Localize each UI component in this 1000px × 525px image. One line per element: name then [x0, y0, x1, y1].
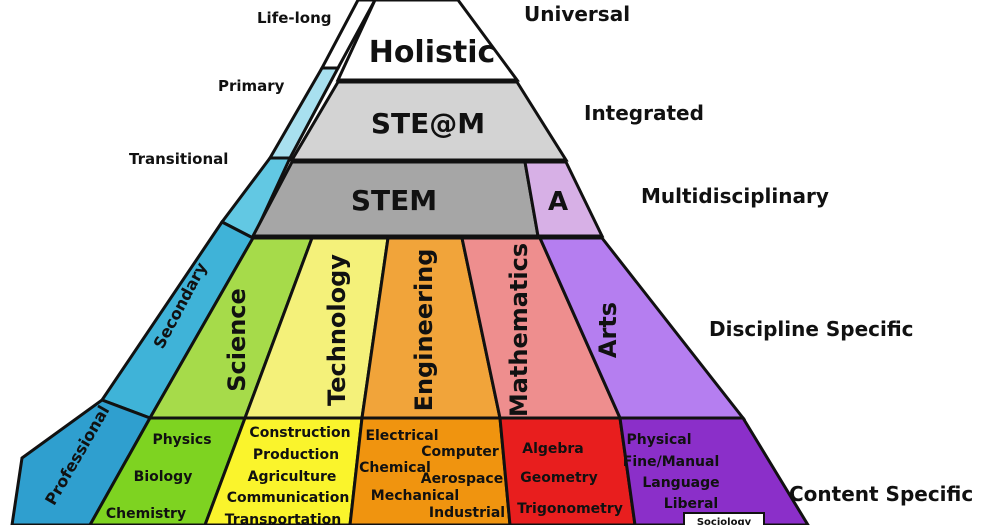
label-content-specific: Content Specific: [789, 482, 974, 506]
tier-stem-label: STEM: [351, 184, 437, 217]
label-lifelong: Life-long: [257, 9, 332, 27]
label-primary: Primary: [218, 77, 285, 95]
content-mathematics-item: Trigonometry: [517, 501, 623, 517]
label-universal: Universal: [524, 2, 631, 26]
content-arts-sociology-box: [683, 512, 765, 525]
content-science-item: Chemistry: [106, 506, 186, 522]
content-technology-item: Construction: [249, 425, 350, 441]
content-arts-item: Sociology: [697, 517, 752, 525]
content-engineering-item: Industrial: [429, 505, 505, 521]
content-engineering-item: Chemical: [359, 460, 431, 476]
tier-a-label: A: [548, 187, 568, 217]
discipline-science-label: Science: [223, 288, 251, 392]
content-mathematics-item: Geometry: [520, 470, 597, 486]
label-integrated: Integrated: [584, 101, 704, 125]
content-mathematics-column: [498, 416, 637, 525]
content-engineering-item: Computer: [421, 444, 499, 460]
label-transitional: Transitional: [129, 150, 229, 168]
content-engineering-column: [348, 416, 512, 525]
content-technology-item: Transportation: [225, 512, 341, 525]
content-technology-item: Agriculture: [248, 469, 337, 485]
content-arts-column: [618, 416, 810, 525]
content-science-item: Biology: [134, 469, 193, 485]
label-discipline-specific: Discipline Specific: [709, 317, 914, 341]
content-engineering-item: Electrical: [365, 428, 438, 444]
discipline-technology-label: Technology: [323, 254, 351, 406]
content-arts-item: Language: [642, 475, 719, 491]
tier-holistic: [335, 0, 520, 82]
content-technology-item: Communication: [227, 490, 350, 506]
edge-band-professional: [10, 398, 153, 525]
content-technology-item: Production: [253, 447, 339, 463]
content-arts-item: Physical: [626, 432, 691, 448]
content-arts-item: Liberal: [664, 496, 718, 512]
discipline-engineering-label: Engineering: [410, 249, 438, 412]
tier-a: [523, 160, 605, 238]
content-arts-item: Fine/Manual: [623, 454, 720, 470]
content-mathematics-item: Algebra: [522, 441, 584, 457]
label-multidisciplinary: Multidisciplinary: [641, 184, 829, 208]
tier-steam-label: STE@M: [371, 107, 485, 140]
content-science-item: Physics: [152, 432, 211, 448]
content-engineering-item: Mechanical: [371, 488, 459, 504]
discipline-arts-label: Arts: [594, 302, 622, 358]
discipline-mathematics-label: Mathematics: [505, 243, 533, 417]
tier-holistic-label: Holistic: [369, 35, 496, 70]
content-engineering-item: Aerospace: [421, 471, 503, 487]
tier-steam: [289, 80, 569, 162]
content-science-column: [88, 416, 248, 525]
content-technology-column: [203, 416, 364, 525]
